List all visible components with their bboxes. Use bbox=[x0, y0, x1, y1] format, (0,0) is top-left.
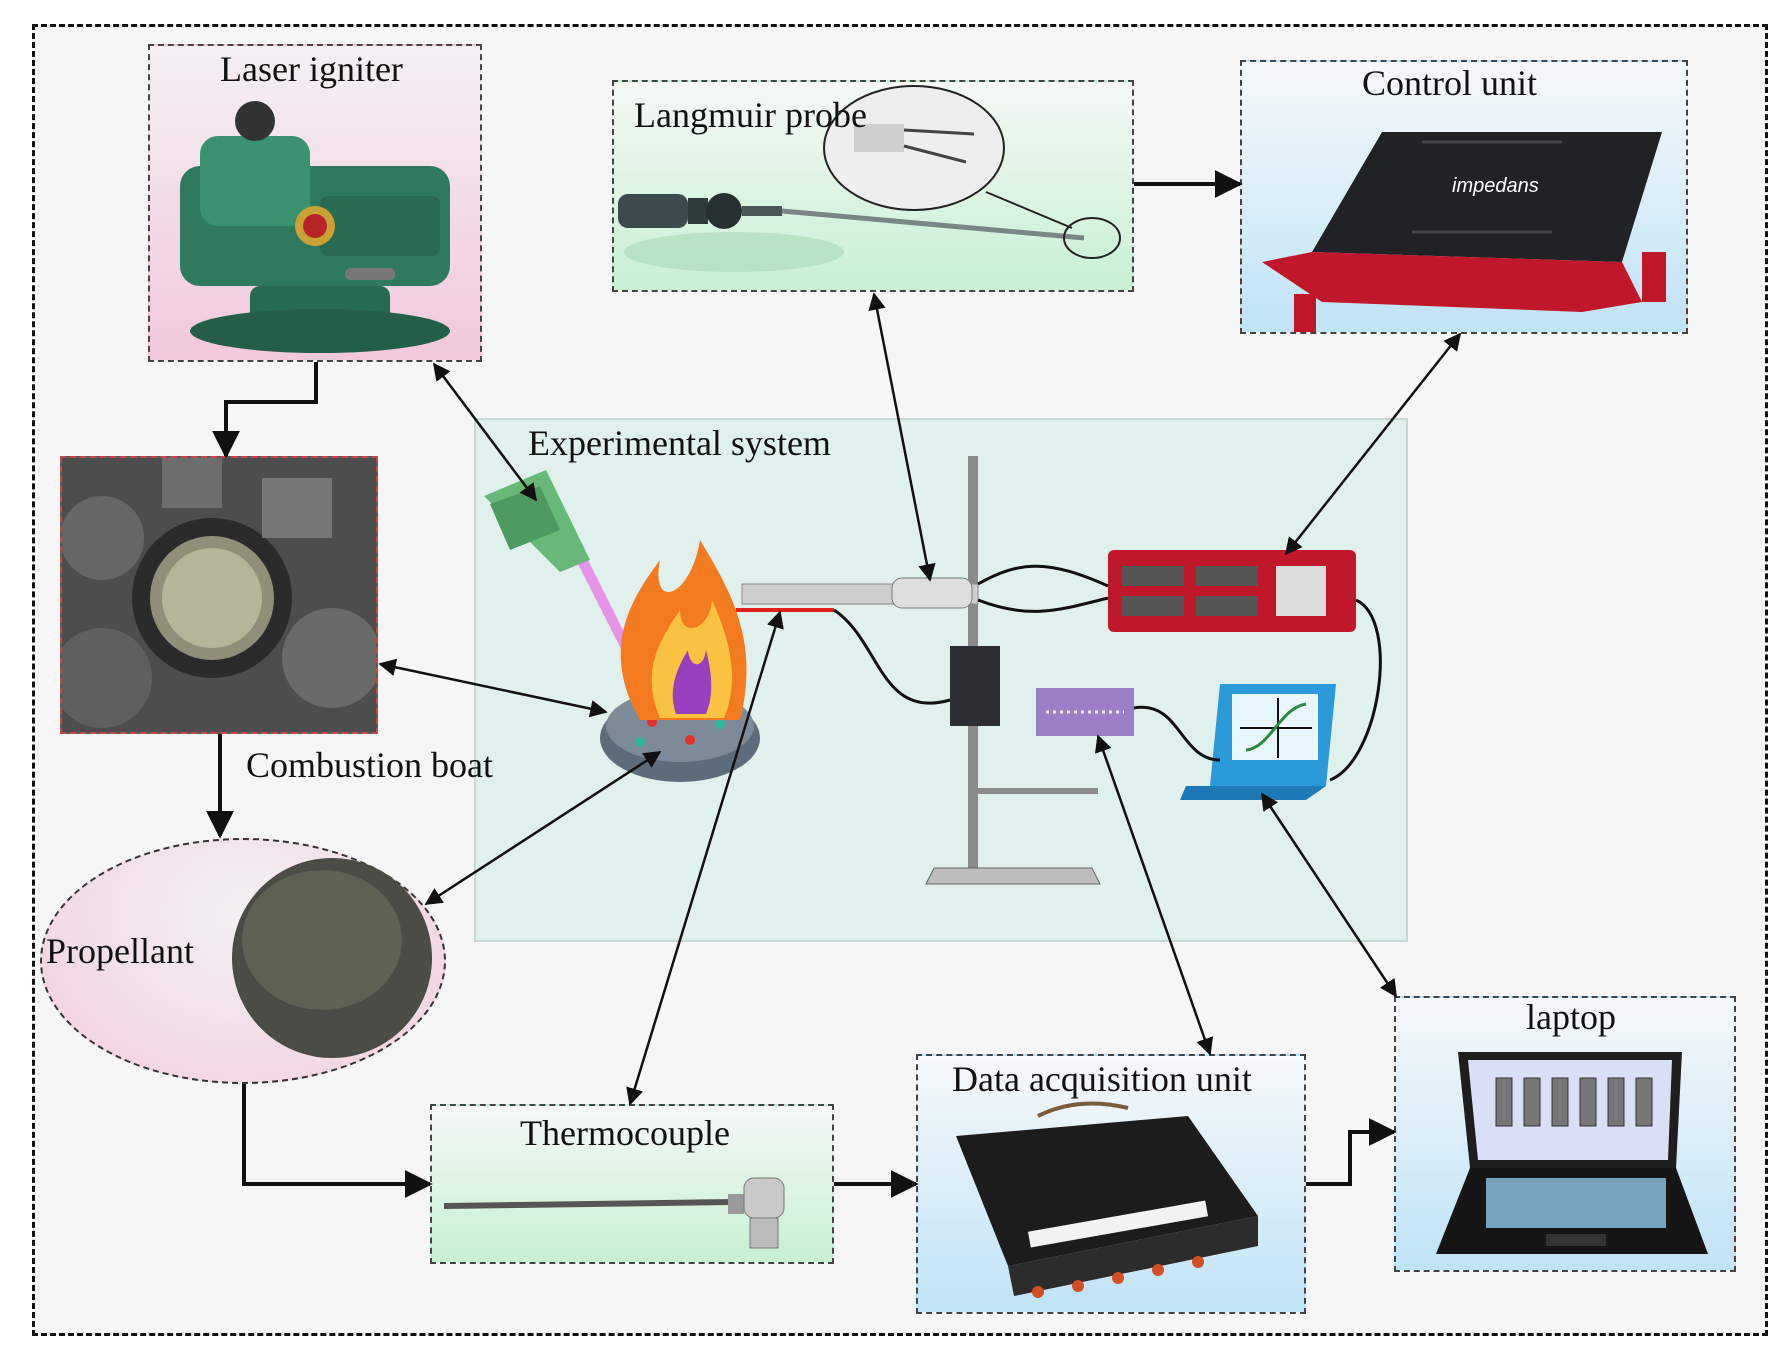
propellant-label: Propellant bbox=[46, 931, 194, 971]
vise-photo bbox=[180, 101, 450, 353]
flame-illustration bbox=[620, 540, 747, 720]
combustion-boat-photo bbox=[60, 456, 378, 734]
laptop-box: laptop bbox=[1394, 996, 1736, 1272]
langmuir-probe-label: Langmuir probe bbox=[634, 95, 867, 135]
propellant-ellipse bbox=[40, 838, 446, 1084]
laptop-small bbox=[1180, 684, 1336, 800]
data-acquisition-unit-box: Data acquisition unit bbox=[916, 1054, 1306, 1314]
laser-igniter-box: Laser igniter bbox=[148, 44, 482, 362]
experimental-system-label: Experimental system bbox=[528, 423, 831, 463]
data-acquisition-unit-label: Data acquisition unit bbox=[952, 1059, 1252, 1099]
propellant-pile bbox=[232, 858, 432, 1058]
control-unit-box: impedans Control unit bbox=[1240, 60, 1688, 334]
laptop-label: laptop bbox=[1526, 997, 1616, 1037]
control-unit-label: Control unit bbox=[1362, 63, 1538, 103]
laptop-photo bbox=[1436, 1052, 1708, 1254]
combustion-boat-label: Combustion boat bbox=[246, 745, 494, 785]
thermocouple-box: Thermocouple bbox=[430, 1104, 834, 1264]
probe-photo bbox=[618, 85, 1121, 272]
stand-arm bbox=[978, 788, 1098, 794]
control-unit-photo: impedans bbox=[1262, 132, 1666, 332]
daq-small bbox=[1036, 688, 1134, 736]
thermocouple-label: Thermocouple bbox=[520, 1113, 730, 1153]
control-unit-small bbox=[1108, 550, 1356, 632]
langmuir-probe-box: Langmuir probe bbox=[612, 80, 1134, 292]
stand-base bbox=[925, 867, 1101, 885]
laser-igniter-label: Laser igniter bbox=[220, 49, 403, 89]
daq-photo bbox=[956, 1101, 1258, 1298]
stand-clamp-block bbox=[950, 646, 1000, 726]
probe-body bbox=[891, 577, 973, 609]
thermocouple-photo bbox=[443, 1177, 785, 1249]
impedans-logo: impedans bbox=[1452, 175, 1539, 197]
